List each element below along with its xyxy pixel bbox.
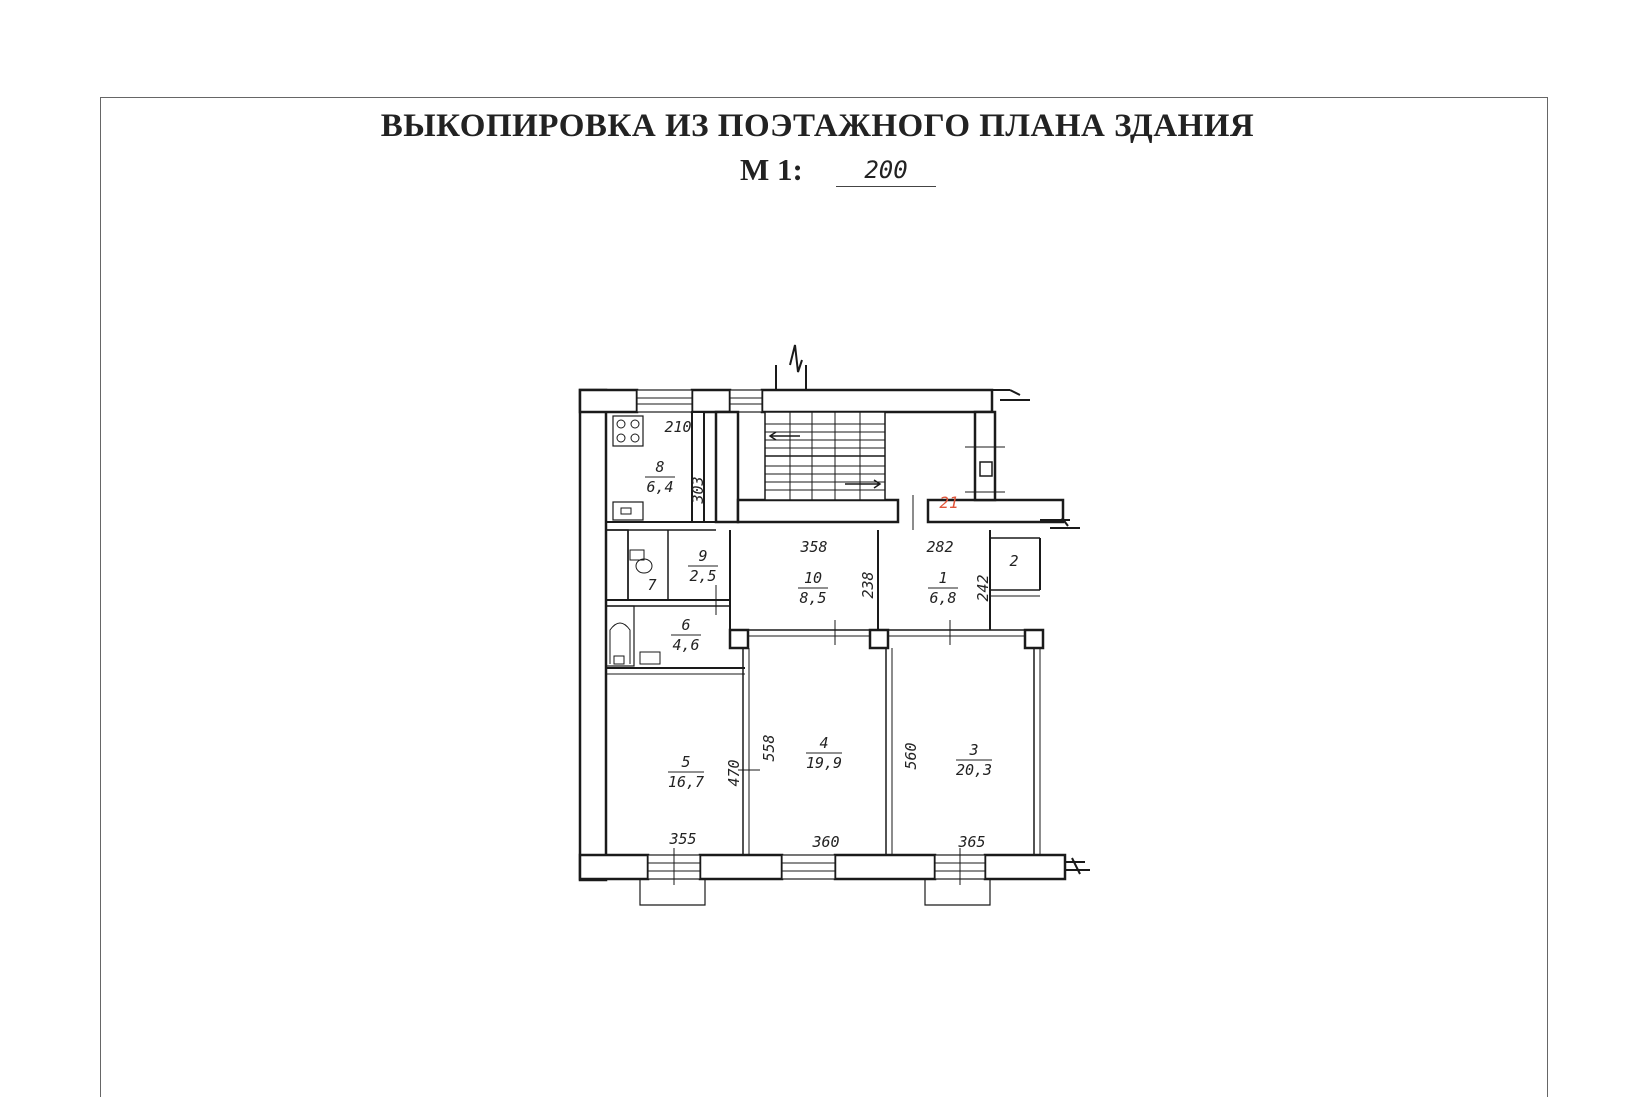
- room-10-number: 10: [804, 569, 822, 587]
- scale-value: 200: [836, 156, 936, 187]
- room-8-area: 6,4: [646, 478, 673, 496]
- room-6-number: 6: [681, 616, 690, 634]
- dim-room4-width: 360: [811, 833, 839, 851]
- room-8-number: 8: [655, 458, 664, 476]
- dim-room4-depth: 558: [760, 734, 778, 761]
- dim-room3-width: 365: [957, 833, 985, 851]
- room-4-area: 19,9: [806, 754, 842, 772]
- dim-room10-depth: 238: [859, 571, 877, 598]
- room-3-number: 3: [968, 741, 978, 759]
- dim-kitchen-width: 210: [664, 418, 691, 436]
- scale-label: М 1:: [740, 152, 803, 187]
- room-9-area: 2,5: [689, 567, 716, 585]
- room-4-number: 4: [819, 734, 828, 752]
- dim-room3-depth: 560: [902, 742, 920, 769]
- dim-room1-width: 282: [926, 538, 953, 556]
- plan-title: ВЫКОПИРОВКА ИЗ ПОЭТАЖНОГО ПЛАНА ЗДАНИЯ: [380, 108, 1255, 144]
- room-9-number: 9: [698, 547, 707, 565]
- room-6-area: 4,6: [672, 636, 699, 654]
- room-1-number: 1: [938, 569, 947, 587]
- room-1-area: 6,8: [929, 589, 956, 607]
- room-2-number: 2: [1009, 552, 1018, 570]
- stair-mark: 21: [939, 493, 958, 512]
- room-7-number: 7: [647, 576, 656, 594]
- room-5-area: 16,7: [668, 773, 704, 791]
- room-3-area: 20,3: [956, 761, 992, 779]
- dim-room5-depth: 470: [725, 759, 743, 786]
- dim-room5-width: 355: [668, 830, 696, 848]
- room-5-number: 5: [681, 753, 690, 771]
- dim-kitchen-depth: 303: [689, 476, 707, 504]
- dim-room1-depth: 242: [974, 574, 992, 601]
- dim-room10-width: 358: [799, 538, 827, 556]
- room-10-area: 8,5: [799, 589, 826, 607]
- sheet-frame: [100, 97, 1548, 1097]
